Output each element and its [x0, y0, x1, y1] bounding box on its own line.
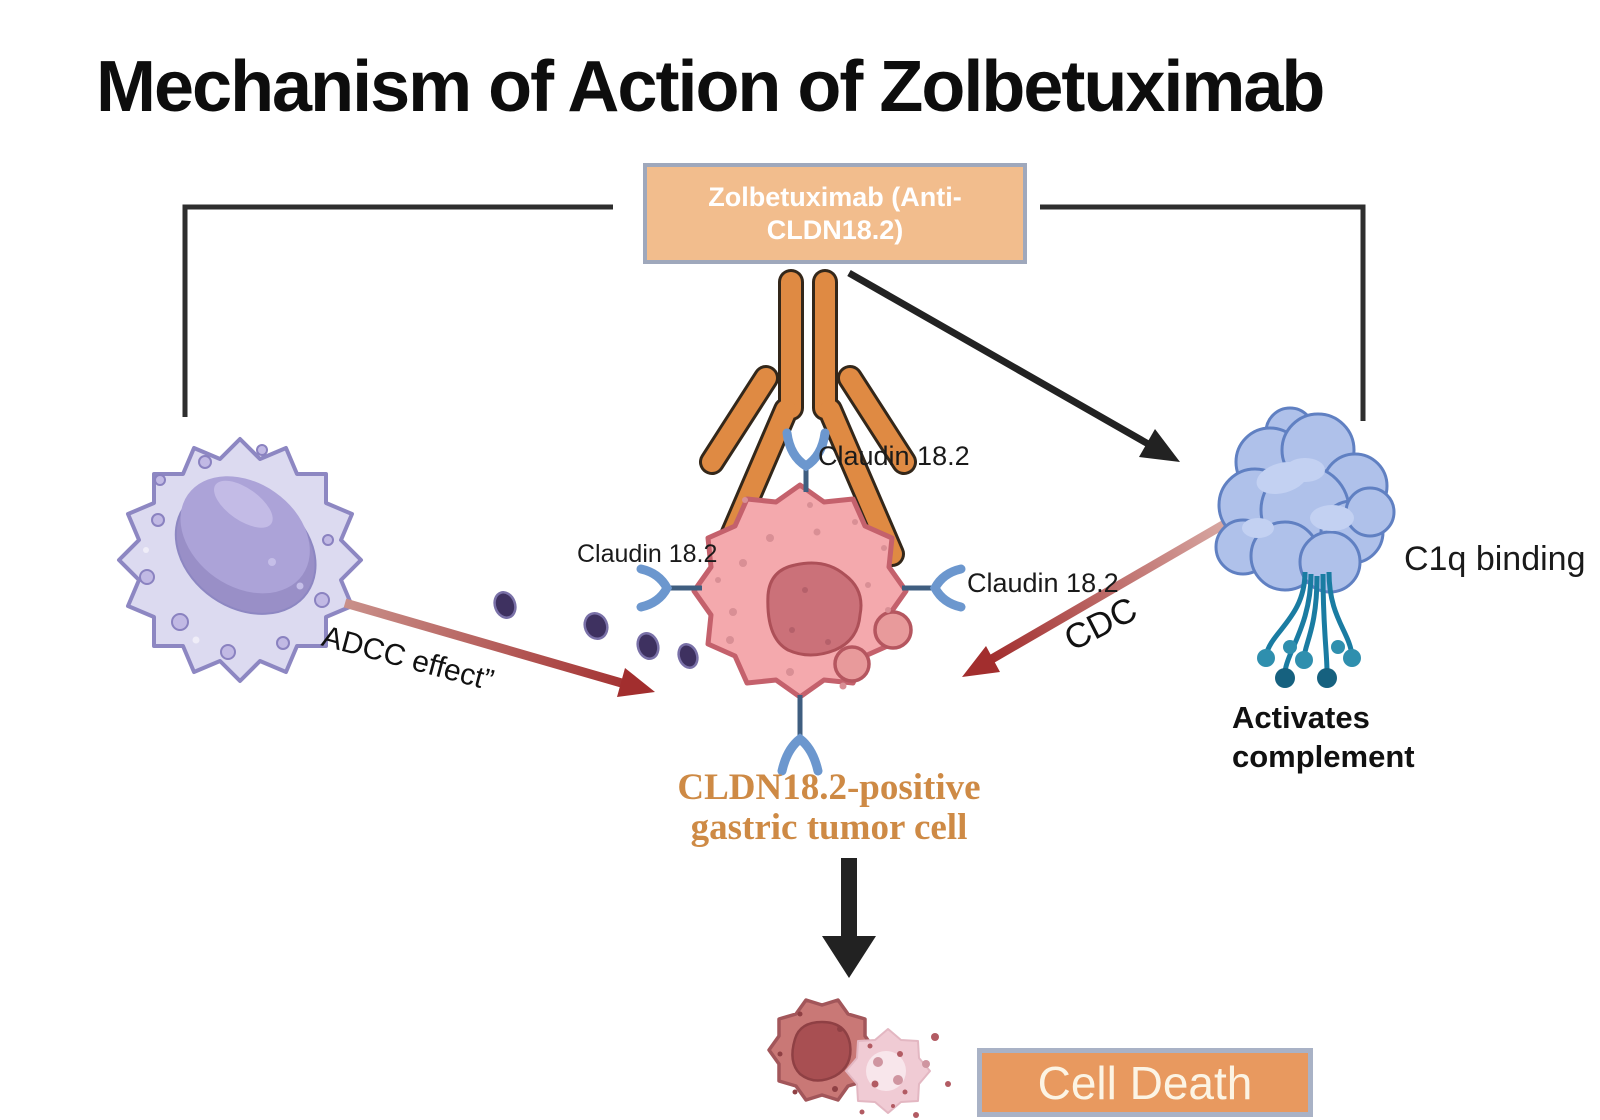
cell-death-label-box: Cell Death [977, 1048, 1313, 1117]
nk-cell-illustration [117, 437, 363, 683]
zolbetuximab-label-line1: Zolbetuximab (Anti- [708, 181, 962, 212]
tumor-cell-caption-line1: CLDN18.2-positive [677, 767, 981, 808]
claudin-receptor-left [636, 564, 673, 612]
zolbetuximab-label-line2: CLDN18.2) [766, 214, 904, 245]
tumor-cell-caption: CLDN18.2-positive gastric tumor cell [640, 768, 1018, 848]
claudin-label-right: Claudin 18.2 [967, 568, 1119, 598]
cdc-arrow [962, 518, 1231, 677]
cell-death-arrow [822, 858, 876, 978]
claudin-receptor-right [929, 564, 966, 612]
claudin-receptor-bottom [777, 733, 823, 776]
dying-cell-illustration [767, 998, 951, 1118]
complement-c1q-icon [1214, 406, 1396, 688]
page-title: Mechanism of Action of Zolbetuximab [96, 47, 1325, 127]
activates-complement-line2: complement [1232, 739, 1415, 774]
zolbetuximab-label-box: Zolbetuximab (Anti- CLDN18.2) [643, 163, 1027, 264]
claudin-label-top: Claudin 18.2 [818, 441, 970, 471]
claudin-receptor-top [782, 428, 830, 472]
claudin-label-left: Claudin 18.2 [577, 540, 718, 568]
tumor-cell-caption-line2: gastric tumor cell [690, 807, 968, 848]
activates-complement-line1: Activates [1232, 700, 1370, 735]
tumor-cell-illustration [691, 482, 913, 700]
bracket-connector-right [1040, 204, 1366, 421]
granule-dots [493, 591, 699, 669]
claudin-receptor-stems [668, 468, 934, 736]
bracket-connector-left [182, 204, 613, 417]
adcc-arrow [343, 598, 655, 697]
cell-death-label: Cell Death [1037, 1056, 1253, 1109]
activates-complement-label: Activates complement [1232, 698, 1415, 776]
c1q-binding-label: C1q binding [1404, 540, 1586, 578]
antibody-to-complement-arrow [847, 269, 1180, 462]
